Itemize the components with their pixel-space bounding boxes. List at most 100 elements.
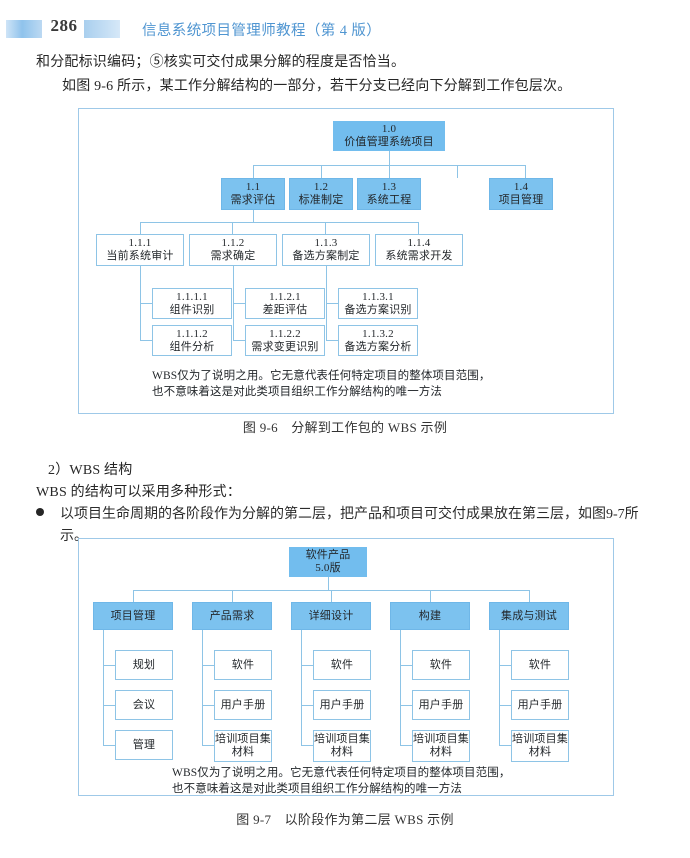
- fig2-phase-1-label: 项目管理: [110, 609, 156, 622]
- fig1-node-1-1-3-1-code: 1.1.3.1: [362, 290, 394, 303]
- fig1-node-1-1-2-name: 需求确定: [210, 250, 256, 262]
- fig2-phase-2: 产品需求: [192, 602, 272, 630]
- fig2-leaf-c5-r3: 培训项目集 材料: [511, 730, 569, 762]
- fig1-node-1-1-3-code: 1.1.3: [314, 237, 338, 249]
- fig2-connector: [232, 590, 233, 602]
- fig1-node-1-1-1-1: 1.1.1.1 组件识别: [152, 288, 232, 319]
- fig2-phase-1: 项目管理: [93, 602, 173, 630]
- fig1-note-line-2: 也不意味着这是对此类项目组织工作分解结构的唯一方法: [152, 386, 442, 398]
- fig1-node-1-1-2-2-code: 1.1.2.2: [269, 327, 301, 340]
- fig1-node-root-name: 价值管理系统项目: [344, 136, 434, 148]
- fig1-connector: [140, 340, 152, 341]
- fig1-node-1-3: 1.3 系统工程: [357, 178, 421, 210]
- fig2-leaf-c1-r3-label: 管理: [132, 738, 156, 751]
- fig2-note-line-1: WBS仅为了说明之用。它无意代表任何特定项目的整体项目范围，: [172, 767, 511, 779]
- fig1-connector: [140, 222, 141, 234]
- fig2-connector: [499, 630, 500, 745]
- fig2-connector: [202, 665, 214, 666]
- fig2-leaf-c2-r3: 培训项目集 材料: [214, 730, 272, 762]
- fig1-node-1-3-name: 系统工程: [366, 194, 412, 206]
- figure-1-caption: 图 9-6 分解到工作包的 WBS 示例: [242, 420, 448, 435]
- page-header: 286 信息系统项目管理师教程（第 4 版）: [0, 16, 690, 44]
- fig2-leaf-c2-r1: 软件: [214, 650, 272, 680]
- fig1-node-1-1-4: 1.1.4 系统需求开发: [375, 234, 463, 266]
- fig1-connector: [140, 303, 152, 304]
- fig2-connector: [301, 705, 313, 706]
- fig2-connector: [301, 665, 313, 666]
- fig1-node-1-1-3-2-name: 备选方案分析: [344, 340, 412, 353]
- fig2-connector: [202, 630, 203, 745]
- fig2-leaf-c1-r1-label: 规划: [132, 658, 156, 671]
- fig1-node-1-1-2: 1.1.2 需求确定: [189, 234, 277, 266]
- fig2-connector: [499, 665, 511, 666]
- fig2-connector: [202, 705, 214, 706]
- header-bar-right: [84, 20, 120, 38]
- fig1-connector: [140, 222, 418, 223]
- fig2-leaf-c3-r3-label-b: 材料: [330, 746, 354, 758]
- page-number: 286: [50, 16, 78, 35]
- fig1-node-1-3-code: 1.3: [381, 181, 397, 193]
- fig2-connector: [529, 590, 530, 602]
- fig1-node-1-1-2-2: 1.1.2.2 需求变更识别: [245, 325, 325, 356]
- fig2-leaf-c4-r1: 软件: [412, 650, 470, 680]
- fig1-note: WBS仅为了说明之用。它无意代表任何特定项目的整体项目范围， 也不意味着这是对此…: [152, 368, 572, 400]
- fig1-node-1-1-2-code: 1.1.2: [221, 237, 245, 249]
- fig2-connector: [331, 590, 332, 602]
- fig2-node-root-line1: 软件产品: [305, 549, 351, 561]
- fig1-node-1-1-2-2-name: 需求变更识别: [251, 340, 319, 353]
- fig1-connector: [389, 151, 390, 165]
- fig1-connector: [233, 340, 245, 341]
- fig2-leaf-c3-r3: 培训项目集 材料: [313, 730, 371, 762]
- fig1-node-1-1-3-2-code: 1.1.3.2: [362, 327, 394, 340]
- fig2-connector: [499, 745, 511, 746]
- fig1-connector: [232, 222, 233, 234]
- fig2-leaf-c3-r3-label-a: 培训项目集: [314, 733, 370, 745]
- fig2-connector: [301, 630, 302, 745]
- fig1-node-1-1-2-1-code: 1.1.2.1: [269, 290, 301, 303]
- fig2-leaf-c4-r2: 用户手册: [412, 690, 470, 720]
- fig2-leaf-c4-r3-label-a: 培训项目集: [413, 733, 469, 745]
- fig1-node-1-2: 1.2 标准制定: [289, 178, 353, 210]
- fig2-connector: [103, 665, 115, 666]
- fig1-node-1-1-3-name: 备选方案制定: [292, 250, 360, 262]
- fig1-node-root-code: 1.0: [381, 123, 397, 135]
- fig2-leaf-c4-r1-label: 软件: [429, 658, 453, 671]
- fig1-node-1-1-2-1: 1.1.2.1 差距评估: [245, 288, 325, 319]
- paragraph-2: 如图 9-6 所示，某工作分解结构的一部分，若干分支已经向下分解到工作包层次。: [62, 79, 572, 94]
- fig1-node-1-1-3-1-name: 备选方案识别: [344, 303, 412, 316]
- fig1-connector: [325, 222, 326, 234]
- fig2-leaf-c4-r3-label-b: 材料: [429, 746, 453, 758]
- fig1-note-line-1: WBS仅为了说明之用。它无意代表任何特定项目的整体项目范围，: [152, 370, 491, 382]
- fig2-phase-5-label: 集成与测试: [501, 609, 557, 622]
- fig2-connector: [430, 590, 431, 602]
- fig1-node-1-1-3: 1.1.3 备选方案制定: [282, 234, 370, 266]
- fig1-node-1-1-1-code: 1.1.1: [128, 237, 152, 249]
- fig2-connector: [301, 745, 313, 746]
- fig2-phase-4-label: 构建: [418, 609, 442, 622]
- fig2-leaf-c2-r3-label-a: 培训项目集: [215, 733, 271, 745]
- figure-2-caption: 图 9-7 以阶段作为第二层 WBS 示例: [236, 812, 454, 827]
- fig2-connector: [400, 745, 412, 746]
- fig2-leaf-c3-r2: 用户手册: [313, 690, 371, 720]
- fig2-node-root: 软件产品 5.0版: [289, 547, 367, 577]
- fig2-node-root-line2: 5.0版: [315, 562, 341, 574]
- fig2-leaf-c1-r2-label: 会议: [132, 698, 156, 711]
- fig1-connector: [253, 165, 254, 178]
- fig1-node-1-1-3-1: 1.1.3.1 备选方案识别: [338, 288, 418, 319]
- fig1-node-1-1-1-1-name: 组件识别: [169, 303, 215, 316]
- fig1-node-1-4: 1.4 项目管理: [489, 178, 553, 210]
- fig1-node-1-1-3-2: 1.1.3.2 备选方案分析: [338, 325, 418, 356]
- fig2-leaf-c3-r2-label: 用户手册: [319, 698, 365, 711]
- fig1-node-1-1-4-code: 1.1.4: [407, 237, 431, 249]
- fig1-connector: [233, 303, 245, 304]
- fig2-leaf-c2-r2-label: 用户手册: [220, 698, 266, 711]
- fig2-leaf-c3-r1: 软件: [313, 650, 371, 680]
- fig1-connector: [389, 165, 390, 178]
- section-title: 2）WBS 结构: [48, 463, 133, 478]
- fig1-connector: [418, 222, 419, 234]
- fig2-leaf-c5-r1-label: 软件: [528, 658, 552, 671]
- fig1-connector: [253, 210, 254, 222]
- fig1-node-1-1-2-1-name: 差距评估: [262, 303, 308, 316]
- section-intro-line: WBS 的结构可以采用多种形式：: [36, 485, 242, 500]
